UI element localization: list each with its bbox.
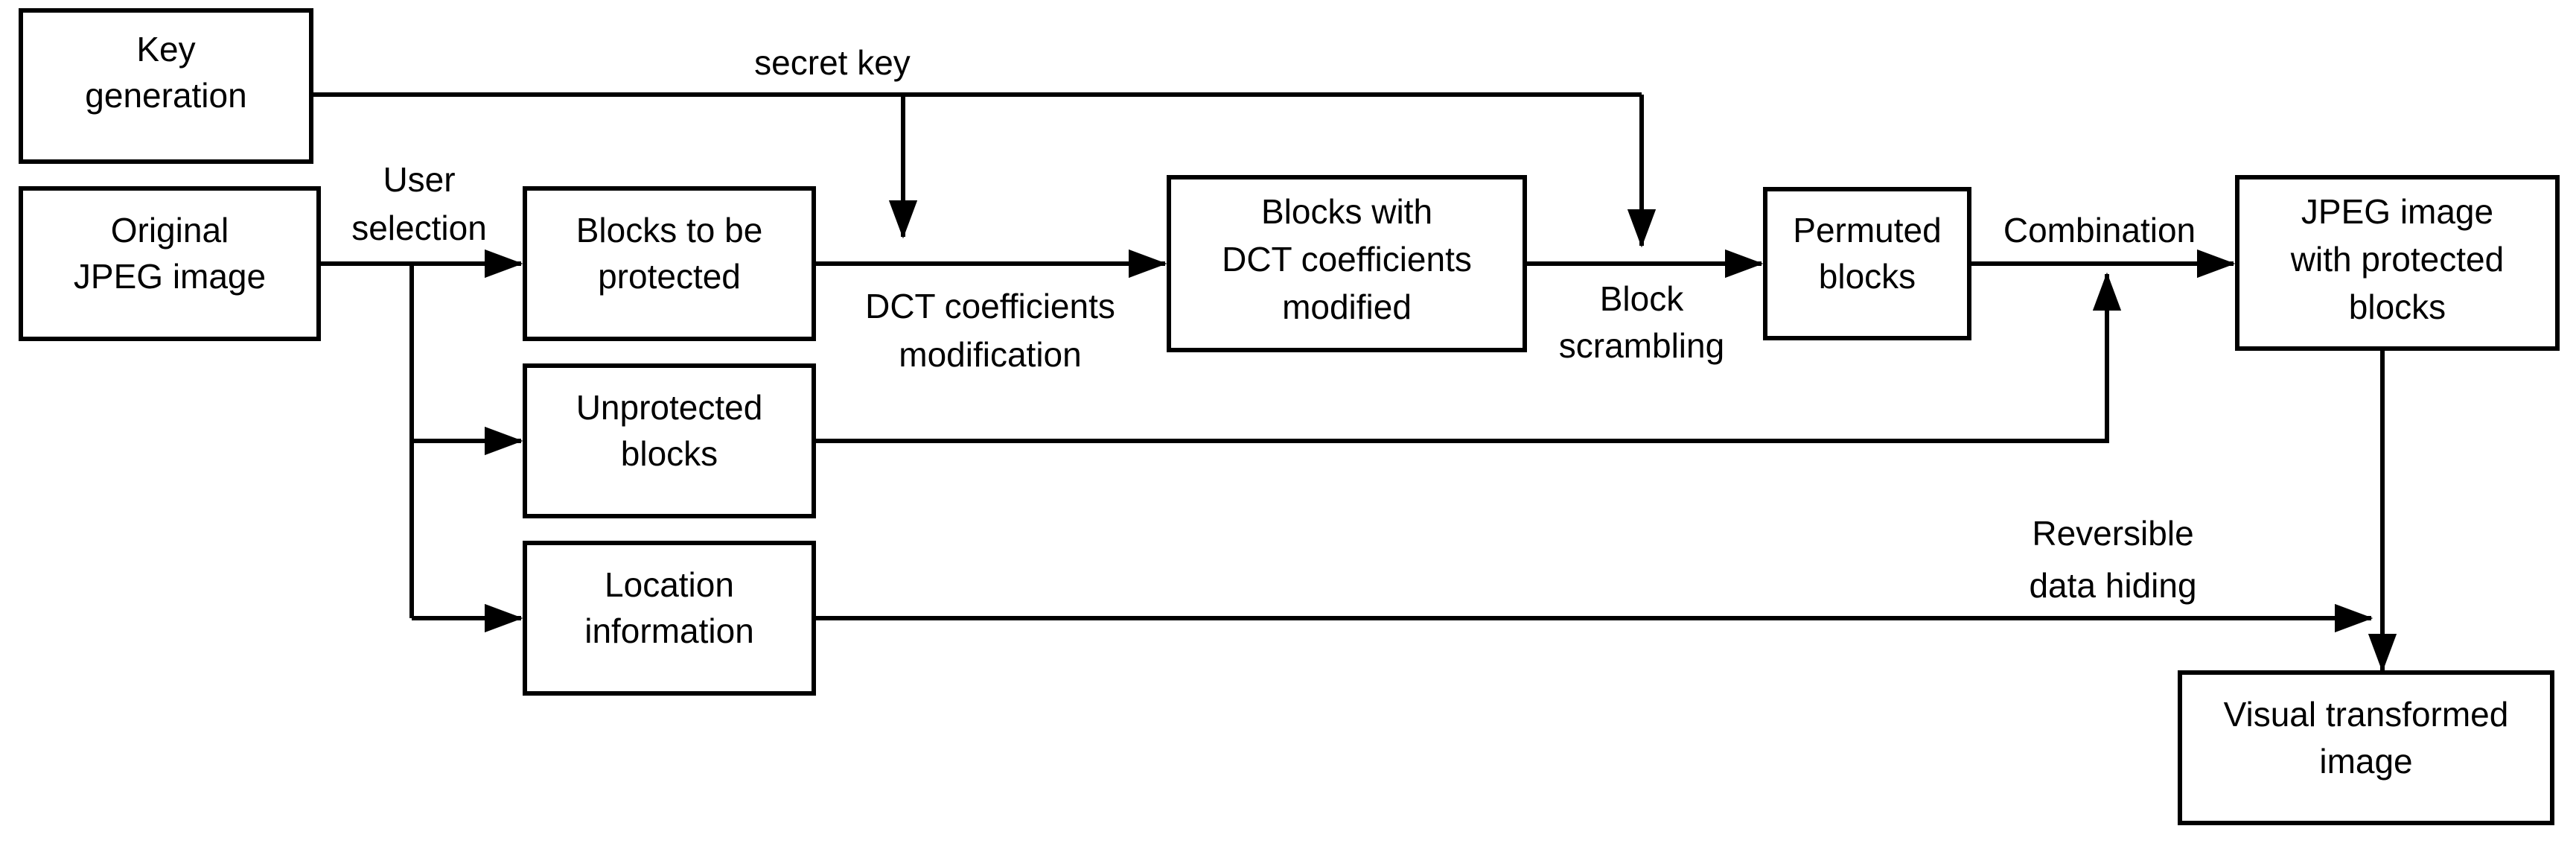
node-blocks-to-be-protected[interactable]: Blocks to be protected: [523, 186, 816, 341]
node-unprotected-line2: blocks: [621, 434, 718, 473]
node-blocks-dct-modified[interactable]: Blocks with DCT coefficients modified: [1167, 175, 1527, 352]
node-jpeg-protected-line3: blocks: [2349, 287, 2446, 326]
edge-label-user-selection-line1: User: [383, 160, 455, 199]
node-key-generation[interactable]: Key generation: [19, 8, 313, 164]
node-original-jpeg[interactable]: Original JPEG image: [19, 186, 321, 341]
edge-label-user-selection-line2: selection: [351, 209, 487, 247]
node-visual-line2: image: [2319, 742, 2412, 781]
node-key-generation-line1: Key: [136, 30, 195, 69]
edge-label-reversible-line2: data hiding: [2029, 566, 2196, 605]
edge-label-block-scrambling-line1: Block: [1600, 279, 1684, 318]
node-permuted-blocks[interactable]: Permuted blocks: [1763, 187, 1971, 340]
node-original-jpeg-line2: JPEG image: [74, 257, 266, 296]
node-layer: Key generation Original JPEG image Block…: [19, 8, 2560, 825]
node-unprotected-blocks[interactable]: Unprotected blocks: [523, 363, 816, 518]
node-blocks-protected-line1: Blocks to be: [576, 211, 763, 250]
node-blocks-dct-line2: DCT coefficients: [1222, 240, 1472, 279]
edge-label-dct-modification-line1: DCT coefficients: [865, 287, 1115, 325]
node-blocks-dct-line3: modified: [1282, 287, 1412, 326]
connector-layer: [141, 92, 2397, 673]
node-original-jpeg-line1: Original: [111, 211, 229, 250]
node-permuted-line1: Permuted: [1793, 211, 1941, 250]
node-visual-transformed-image[interactable]: Visual transformed image: [2178, 670, 2554, 825]
edge-label-layer: secret key User selection DCT coefficien…: [351, 43, 2196, 605]
node-jpeg-protected-line1: JPEG image: [2301, 192, 2493, 231]
edge-original-to-bus: [319, 261, 414, 618]
node-key-generation-line2: generation: [85, 76, 246, 115]
node-location-information[interactable]: Location information: [523, 541, 816, 696]
edge-label-dct-modification-line2: modification: [899, 335, 1081, 374]
node-location-line1: Location: [605, 565, 734, 604]
node-jpeg-protected-line2: with protected: [2290, 240, 2504, 279]
node-permuted-line2: blocks: [1819, 257, 1916, 296]
edge-label-secret-key: secret key: [754, 43, 911, 82]
node-location-line2: information: [584, 611, 754, 650]
edge-label-combination: Combination: [2003, 211, 2196, 250]
node-jpeg-with-protected-blocks[interactable]: JPEG image with protected blocks: [2235, 175, 2560, 351]
edge-unprotected-to-combination: [814, 272, 2122, 443]
node-visual-line1: Visual transformed: [2224, 695, 2509, 734]
edge-label-block-scrambling-line2: scrambling: [1559, 326, 1724, 365]
edge-label-reversible-line1: Reversible: [2032, 514, 2193, 553]
node-blocks-protected-line2: protected: [598, 257, 741, 296]
node-blocks-dct-line1: Blocks with: [1261, 192, 1432, 231]
node-unprotected-line1: Unprotected: [576, 388, 763, 427]
